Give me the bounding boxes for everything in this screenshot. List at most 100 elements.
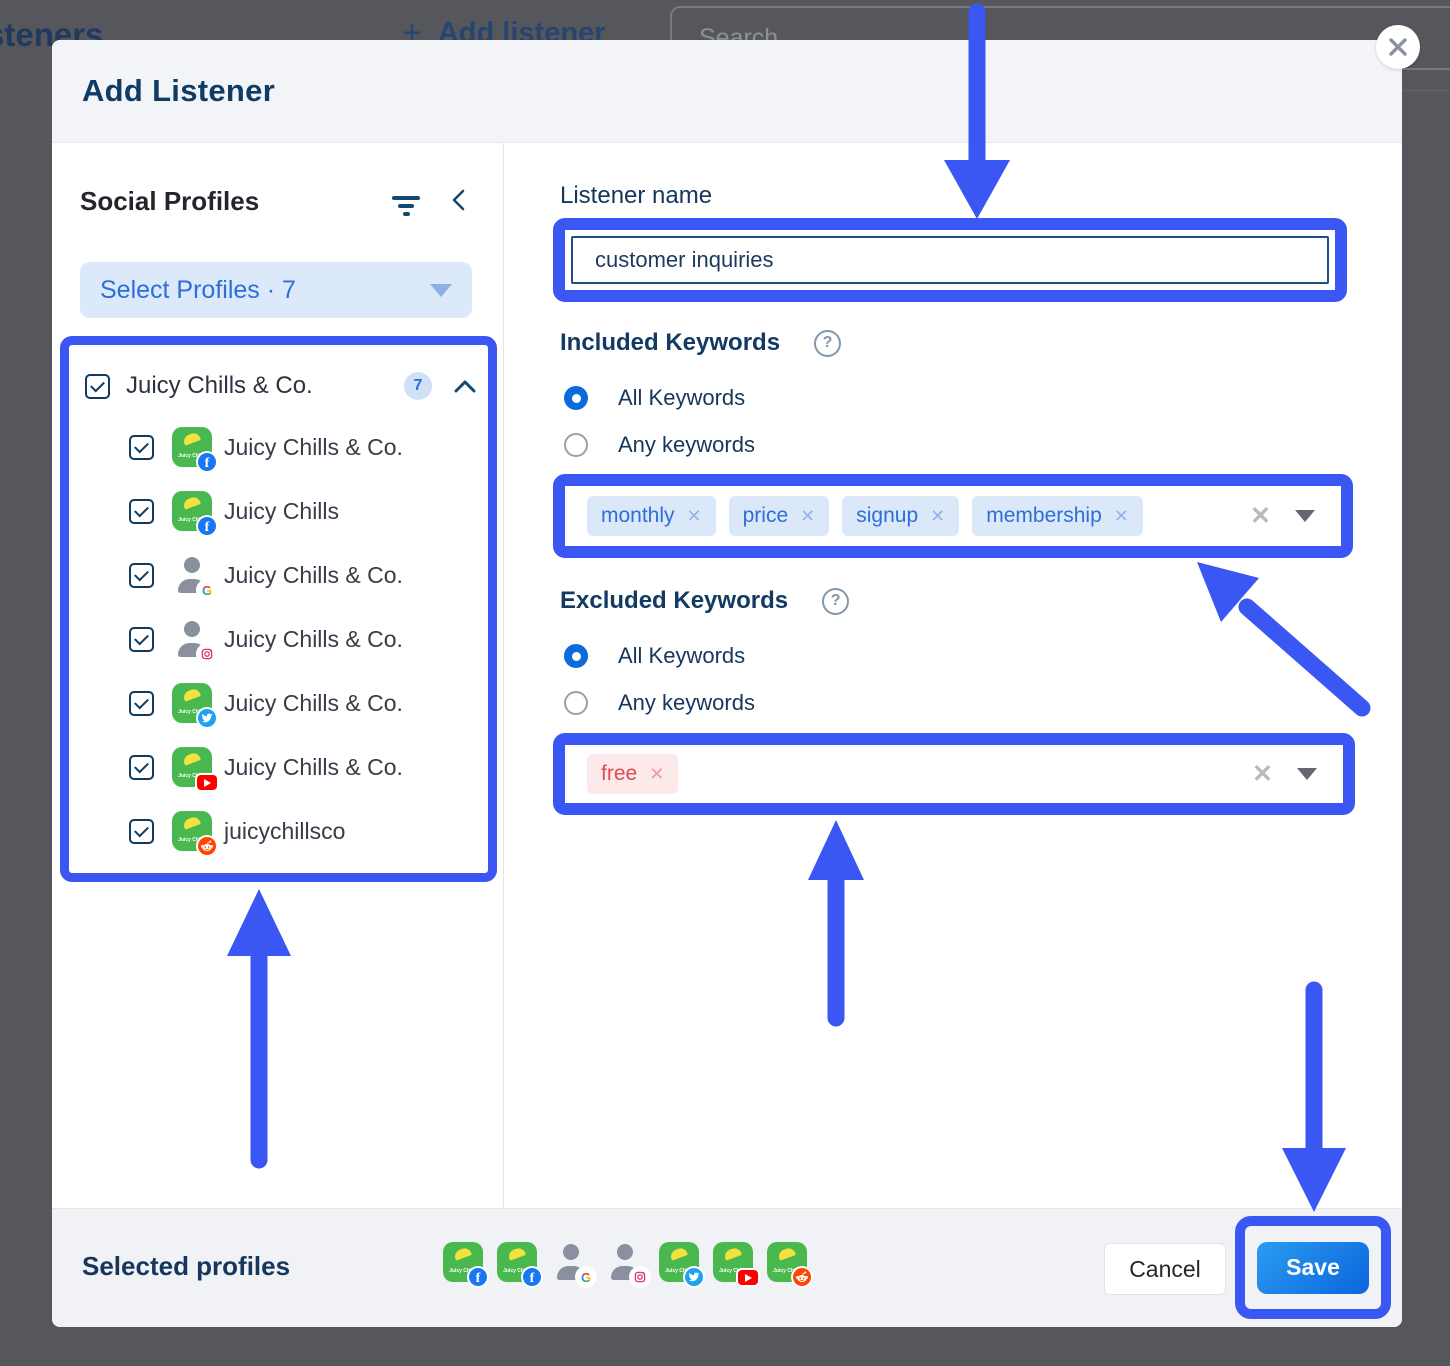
profile-avatar-youtube: Juicy Chills [713,1242,758,1285]
remove-tag-icon[interactable]: ✕ [649,763,665,784]
brand-avatar-text: Juicy Chills [178,517,206,523]
select-profiles-dropdown[interactable]: Select Profiles · 7 [80,262,472,318]
excluded-all-keywords-option[interactable]: All Keywords [564,642,745,670]
included-keywords-heading: Included Keywords ? [560,329,842,357]
background-divider [1403,90,1450,91]
google-icon: G [198,581,216,599]
radio-label: Any keywords [618,432,755,457]
profile-group-row[interactable]: Juicy Chills & Co. 7 [85,357,482,415]
group-checkbox[interactable] [85,373,110,399]
profile-row[interactable]: G Juicy Chills & Co. [129,543,482,607]
chevron-up-icon[interactable] [454,379,476,394]
excluded-keywords-field[interactable]: free✕ ✕ [571,751,1337,797]
profile-checkbox[interactable] [129,562,154,588]
annotation-box-excluded-keywords: free✕ ✕ [553,733,1355,815]
help-icon[interactable]: ? [822,587,850,615]
group-count-badge: 7 [404,372,432,400]
facebook-icon: f [469,1268,487,1286]
select-profiles-label: Select Profiles · 7 [100,275,296,304]
person-icon [184,557,200,573]
save-button[interactable]: Save [1257,1241,1369,1294]
dropdown-chevron-icon[interactable] [1297,768,1317,780]
instagram-icon [198,645,216,663]
excluded-any-keywords-option[interactable]: Any keywords [564,689,755,717]
add-listener-modal: Add Listener Social Profiles Select Prof… [52,40,1402,1327]
radio-excluded-any[interactable] [564,691,588,715]
profile-checkbox[interactable] [129,754,154,780]
profile-checkbox[interactable] [129,434,154,460]
included-any-keywords-option[interactable]: Any keywords [564,431,755,459]
google-icon: G [577,1268,595,1286]
profile-checkbox[interactable] [129,690,154,716]
close-icon[interactable] [1376,25,1420,69]
profile-checkbox[interactable] [129,626,154,652]
profile-avatar-youtube: Juicy Chills [172,747,217,790]
lemon-icon [181,751,202,766]
keyword-tag-label: price [742,504,789,527]
profile-row[interactable]: Juicy Chills & Co. [129,607,482,671]
profile-label: Juicy Chills [224,497,340,524]
profile-label: Juicy Chills & Co. [224,561,403,588]
profile-label: Juicy Chills & Co. [224,753,403,780]
included-keywords-field[interactable]: monthly✕price✕signup✕membership✕ ✕ [571,492,1335,540]
filter-icon[interactable] [392,196,420,220]
dropdown-chevron-icon[interactable] [1295,510,1315,522]
annotation-box-included-keywords: monthly✕price✕signup✕membership✕ ✕ [553,474,1353,558]
excluded-keywords-heading: Excluded Keywords ? [560,587,850,615]
remove-tag-icon[interactable]: ✕ [930,505,946,526]
youtube-icon [738,1270,758,1285]
included-all-keywords-option[interactable]: All Keywords [564,384,745,412]
clear-field-icon[interactable]: ✕ [1250,502,1271,530]
reddit-icon [793,1268,811,1286]
brand-avatar-text: Juicy Chills [719,1268,747,1274]
keyword-tag-label: signup [856,504,919,527]
listener-name-value: customer inquiries [595,247,774,272]
listener-name-label: Listener name [560,182,713,209]
radio-label: All Keywords [618,643,746,668]
brand-avatar-text: Juicy Chills [503,1268,531,1274]
lemon-icon [668,1246,689,1261]
profile-avatar-instagram [172,619,216,663]
reddit-icon [198,837,216,855]
facebook-icon: f [198,517,216,535]
cancel-button[interactable]: Cancel [1104,1243,1226,1295]
brand-avatar-text: Juicy Chills [665,1268,693,1274]
help-icon[interactable]: ? [814,329,842,357]
collapse-panel-icon[interactable] [450,188,468,217]
profile-label: Juicy Chills & Co. [224,433,403,460]
profile-checkbox[interactable] [129,818,154,844]
listener-name-input[interactable]: customer inquiries [571,236,1329,284]
clear-field-icon[interactable]: ✕ [1252,760,1273,788]
profile-label: juicychillsco [224,817,346,844]
remove-tag-icon[interactable]: ✕ [686,505,702,526]
annotation-box-save: Save [1235,1216,1391,1319]
profile-row[interactable]: Juicy Chills Juicy Chills & Co. [129,735,482,799]
profile-avatar-reddit: Juicy Chills [172,811,216,855]
facebook-icon: f [523,1268,541,1286]
remove-tag-icon[interactable]: ✕ [800,505,816,526]
radio-included-any[interactable] [564,433,588,457]
radio-excluded-all[interactable] [564,644,588,668]
lemon-icon [452,1246,473,1261]
profile-avatar-google: G [551,1242,595,1286]
remove-tag-icon[interactable]: ✕ [1113,505,1129,526]
keyword-tag-label: membership [986,504,1102,527]
twitter-icon [198,709,216,727]
radio-included-all[interactable] [564,386,588,410]
lemon-icon [722,1246,743,1261]
profile-row[interactable]: Juicy Chills juicychillsco [129,799,482,863]
profile-checkbox[interactable] [129,498,154,524]
profile-avatar-google: G [172,555,216,599]
keyword-tag: membership ✕ [972,496,1143,536]
brand-avatar-text: Juicy Chills [178,453,206,459]
brand-avatar-text: Juicy Chills [178,709,206,715]
panel-divider [503,143,504,1209]
